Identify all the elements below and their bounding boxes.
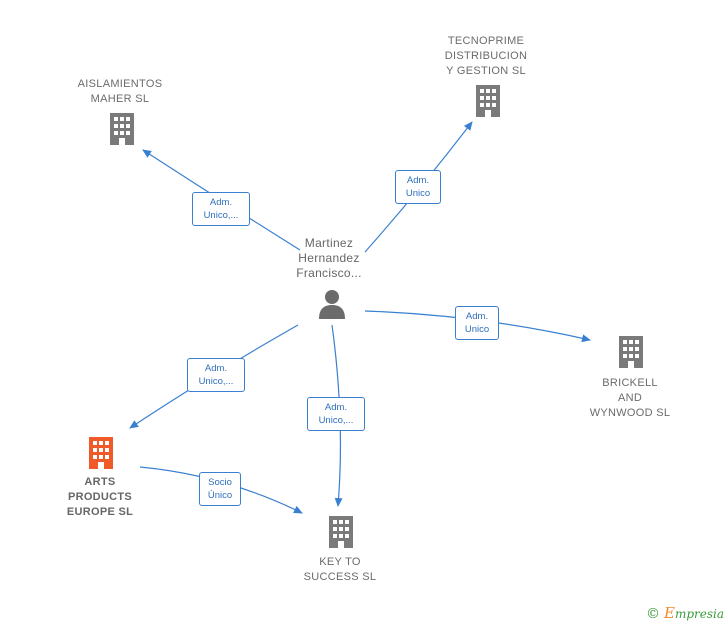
building-icon[interactable] [107,111,137,147]
node-label-keyto[interactable]: KEY TO SUCCESS SL [303,556,377,583]
brand-name: mpresia [674,607,724,621]
edge-label-tecnoprime[interactable]: Adm. Unico [395,170,441,204]
node-label-aislamientos[interactable]: AISLAMIENTOS MAHER SL [77,78,163,105]
node-label-brickell[interactable]: BRICKELL AND WYNWOOD SL [589,377,671,419]
person-icon[interactable] [317,288,347,320]
node-label-person[interactable]: Martinez Hernandez Francisco... [296,236,362,280]
building-icon[interactable] [616,334,646,370]
edge-label-aislamientos[interactable]: Adm. Unico,... [192,192,250,226]
edge-label-brickell[interactable]: Adm. Unico [455,306,499,340]
building-icon[interactable] [326,514,356,550]
brand-footer: ©Empresia [646,604,724,622]
copyright-icon: © [645,606,660,622]
building-icon[interactable] [473,83,503,119]
building-icon-highlight[interactable] [86,435,116,471]
node-label-tecnoprime[interactable]: TECNOPRIME DISTRIBUCION Y GESTION SL [444,35,528,77]
brand-initial: E [663,604,675,622]
edge-label-arts-keyto[interactable]: Socio Único [199,472,241,506]
edge-label-arts[interactable]: Adm. Unico,... [187,358,245,392]
edge-label-keyto[interactable]: Adm. Unico,... [307,397,365,431]
node-label-arts[interactable]: ARTS PRODUCTS EUROPE SL [66,476,134,518]
